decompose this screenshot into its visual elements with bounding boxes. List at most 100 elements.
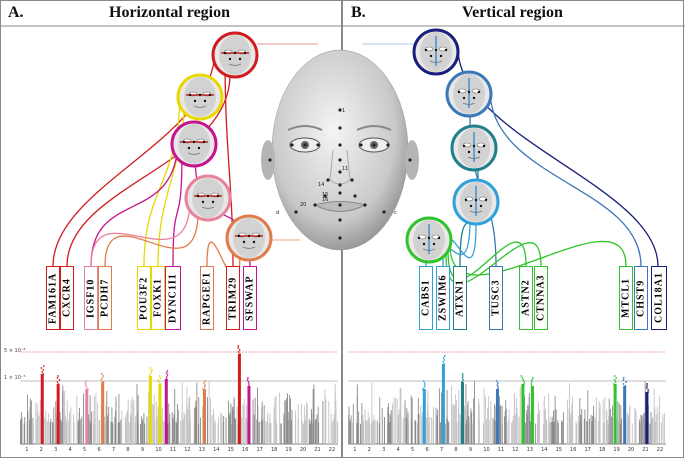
face-landmark-dot xyxy=(326,178,330,182)
peak-point xyxy=(248,385,250,387)
peak-point xyxy=(247,377,249,379)
gene-box-chst9: CHST9 xyxy=(634,266,648,330)
landmark-dot xyxy=(417,236,421,240)
chromosome-label: 19 xyxy=(613,447,620,453)
peak-point xyxy=(461,373,464,375)
face-landmark-dot xyxy=(338,143,342,147)
peak-point xyxy=(150,369,153,371)
peak-point xyxy=(613,375,616,377)
face-right-brow xyxy=(356,125,392,131)
peak-point xyxy=(443,359,446,361)
landmark-dot xyxy=(479,204,483,208)
peak-point xyxy=(613,379,616,381)
face-landmark-dot xyxy=(303,143,307,147)
chromosome-label: 10 xyxy=(483,447,490,453)
peak-point xyxy=(614,381,617,383)
landmark-dot xyxy=(233,51,237,55)
face-landmark-dot xyxy=(338,183,342,187)
chromosome-label: 20 xyxy=(627,447,635,453)
chromosome-label: 13 xyxy=(198,447,206,453)
landmark-dot xyxy=(477,150,481,154)
peak-point xyxy=(523,383,526,385)
face-landmark-dot xyxy=(338,203,342,207)
chromosome-label: 5 xyxy=(411,447,415,453)
landmark-dot xyxy=(457,90,461,94)
chromosome-label: 7 xyxy=(439,447,444,453)
right-thumb-2 xyxy=(445,70,493,118)
peak-point xyxy=(166,370,169,372)
manhattan-left-signal-peak xyxy=(202,389,206,444)
peak-point xyxy=(166,374,169,376)
manhattan-left-signal-peak xyxy=(40,374,44,444)
face-right-ear xyxy=(405,140,419,180)
landmark-dot xyxy=(434,48,438,52)
left-thumb-5 xyxy=(225,214,273,262)
chromosome-label: 4 xyxy=(68,447,72,453)
peak-point xyxy=(461,381,464,383)
peak-point xyxy=(101,377,104,379)
peak-point xyxy=(58,379,61,381)
peak-point xyxy=(461,377,464,379)
gene-box-fam161a: FAM161A xyxy=(46,266,60,330)
face-landmark-dot xyxy=(338,236,342,240)
peak-point xyxy=(497,386,500,388)
chromosome-label: 17 xyxy=(584,447,591,453)
peak-point xyxy=(422,380,425,382)
face-landmark-dot xyxy=(338,126,342,130)
gene-box-pcdh7: PCDH7 xyxy=(98,266,112,330)
face-landmark-label: c xyxy=(394,210,397,216)
link-pou3f2 xyxy=(143,91,181,267)
landmark-dot xyxy=(429,54,433,58)
chromosome-label: 12 xyxy=(184,447,191,453)
left-thumb-2 xyxy=(176,73,224,121)
face-landmark-dot xyxy=(382,210,386,214)
left-thumb-2-face xyxy=(184,77,216,117)
peak-point xyxy=(247,383,250,385)
manhattan-right-signal-peak xyxy=(460,382,464,444)
peak-point xyxy=(42,365,45,367)
chromosome-label: 16 xyxy=(242,447,249,453)
peak-point xyxy=(423,384,426,386)
peak-point xyxy=(247,381,250,383)
face-landmark-label: 1 xyxy=(342,108,345,114)
link-igsf10-magenta xyxy=(90,137,179,267)
face-landmark-label: 15 xyxy=(322,192,328,198)
peak-point xyxy=(165,376,168,378)
peak-point xyxy=(56,381,59,383)
peak-point xyxy=(40,367,43,369)
chromosome-label: 21 xyxy=(642,447,649,453)
landmark-dot xyxy=(187,146,191,150)
peak-point xyxy=(237,351,240,353)
manhattan-right-signal-peak xyxy=(495,389,499,444)
manhattan-left-signal-peak xyxy=(164,379,168,444)
gene-box-sfswap: SFSWAP xyxy=(243,266,257,330)
landmark-dot xyxy=(193,99,197,103)
landmark-dot xyxy=(247,234,251,238)
face-landmark-dot xyxy=(338,218,342,222)
link-astn2 xyxy=(447,241,527,280)
chromosome-label: 19 xyxy=(285,447,292,453)
peak-point xyxy=(622,383,625,385)
left-thumb-1 xyxy=(211,31,259,79)
panel-a-title: Horizontal region xyxy=(109,4,231,21)
peak-point xyxy=(246,379,249,381)
link-cxcr4 xyxy=(66,74,231,267)
landmark-dot xyxy=(206,194,210,198)
face-landmark-dot xyxy=(313,203,317,207)
chromosome-label: 6 xyxy=(97,447,101,453)
gene-box-astn2: ASTN2 xyxy=(519,266,533,330)
landmark-dot xyxy=(257,234,261,238)
landmark-dot xyxy=(208,93,212,97)
chromosome-label: 8 xyxy=(454,447,458,453)
landmark-dot xyxy=(237,234,241,238)
left-thumb-1-face xyxy=(219,35,251,75)
panel-a-letter: A. xyxy=(8,4,24,21)
peak-point xyxy=(442,361,445,363)
face-landmark-label: 14 xyxy=(318,182,324,188)
chromosome-label: 9 xyxy=(140,447,145,453)
peak-point xyxy=(165,372,168,374)
gene-box-pou3f2: POU3F2 xyxy=(137,266,151,330)
peak-point xyxy=(41,371,44,373)
peak-point xyxy=(442,357,445,359)
peak-point xyxy=(56,377,59,379)
